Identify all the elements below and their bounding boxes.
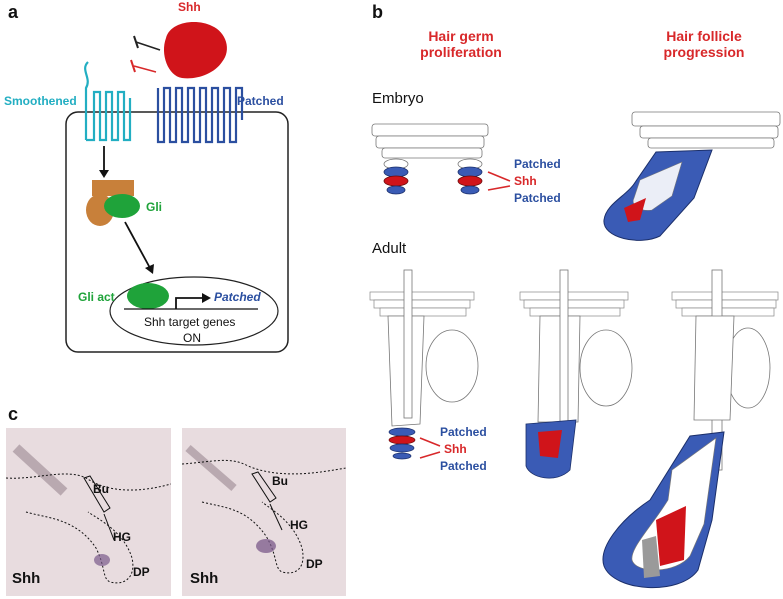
emb-patched-top-label: Patched <box>514 157 561 171</box>
gli-label: Gli <box>146 200 163 214</box>
target-genes-line2: ON <box>183 331 201 345</box>
emb-shh-arrow-1 <box>487 171 511 182</box>
micrograph-left <box>6 428 171 596</box>
patched-target-label: Patched <box>214 290 261 304</box>
patched-inhibit-bar <box>130 59 136 73</box>
target-genes-line1: Shh target genes <box>144 315 236 329</box>
right-shh-stain-label: Shh <box>190 570 219 587</box>
right-bu-label: Bu <box>272 474 288 488</box>
left-bu-label: Bu <box>93 482 109 496</box>
smoothened-receptor <box>84 61 132 142</box>
embryo-follicle-shh <box>624 198 646 222</box>
patched-receptor <box>156 86 244 144</box>
patched-label: Patched <box>237 94 284 108</box>
heading-left-line2: proliferation <box>420 44 502 60</box>
smoothened-label: Smoothened <box>4 94 77 108</box>
gli-to-nucleus-arrow <box>124 221 151 269</box>
gli-act-oval <box>127 283 169 309</box>
nucleus <box>109 276 279 346</box>
emb-shh-label: Shh <box>514 174 537 188</box>
gli-act-label: Gli act <box>78 290 115 304</box>
adult-follicle-2 <box>519 269 633 479</box>
micrograph-right-drawing <box>182 444 346 574</box>
emb-shh-arrow-2 <box>487 185 511 191</box>
gli-complex-brown-box <box>92 180 134 196</box>
shh-label: Shh <box>178 0 201 14</box>
adult-patched-bottom-label: Patched <box>440 459 487 473</box>
right-hg-label: HG <box>290 518 308 532</box>
adult-shh-arrow-1 <box>419 437 441 447</box>
embryo-germ-1 <box>383 158 409 195</box>
panel-c-letter: c <box>8 404 19 424</box>
embryo-epidermis-right <box>631 111 781 149</box>
left-dp-label: DP <box>133 565 150 579</box>
embryo-label: Embryo <box>372 90 424 107</box>
right-dp-label: DP <box>306 557 323 571</box>
left-shh-stain-label: Shh <box>12 570 41 587</box>
heading-left-line1: Hair germ <box>428 28 494 44</box>
left-hg-label: HG <box>113 530 131 544</box>
panel-a-letter: a <box>8 2 19 22</box>
adult-label: Adult <box>372 240 407 257</box>
micrograph-left-drawing <box>6 444 171 584</box>
adult-shh-arrow-2 <box>419 451 441 459</box>
shh-ligand <box>163 22 227 79</box>
micrograph-right <box>182 428 346 596</box>
heading-right-line2: progression <box>663 44 745 60</box>
emb-patched-bottom-label: Patched <box>514 191 561 205</box>
embryo-germ-2 <box>457 158 483 195</box>
patched-inhibit-line <box>133 65 157 73</box>
embryo-epidermis-left <box>371 123 489 159</box>
transcription-arrow <box>175 297 204 309</box>
shh-inhibit-bar <box>133 35 139 49</box>
shh-inhibit-line <box>135 41 161 51</box>
heading-right-line1: Hair follicle <box>666 28 742 44</box>
adult-shh-label: Shh <box>444 442 467 456</box>
adult-follicle-3 <box>602 269 779 588</box>
panel-b-letter: b <box>372 2 383 22</box>
adult-follicle-1 <box>369 269 479 460</box>
gli-green-oval <box>104 194 140 218</box>
adult-patched-top-label: Patched <box>440 425 487 439</box>
